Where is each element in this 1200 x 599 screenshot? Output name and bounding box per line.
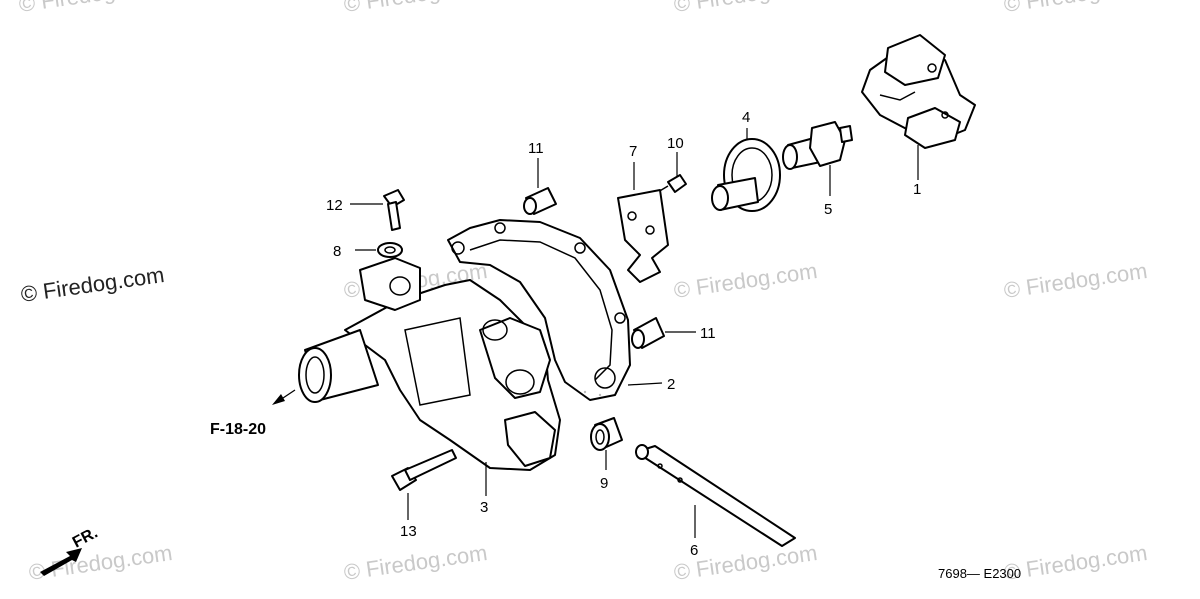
- callout-9: 9: [600, 475, 608, 492]
- watermark-text: © Firedog.com: [342, 540, 489, 585]
- callout-7: 7: [629, 143, 637, 160]
- part-9-seal-ring: [590, 417, 623, 451]
- watermark-text: © Firedog.com: [27, 540, 174, 585]
- part-11b-dowel: [631, 317, 665, 349]
- part-13-bolt: [391, 449, 457, 491]
- watermark-text-dark: © Firedog.com: [19, 262, 166, 307]
- watermark-text: © Firedog.com: [342, 0, 489, 17]
- part-4-seal: [711, 138, 781, 212]
- callout-2: 2: [667, 376, 675, 393]
- part-1-holder: [861, 34, 976, 149]
- watermark-text: © Firedog.com: [1002, 258, 1149, 303]
- front-marker-label: FR.: [70, 524, 101, 551]
- callout-11-bottom: 11: [700, 325, 716, 342]
- callout-1: 1: [913, 181, 921, 198]
- callouts: 1 2 3 4 5 6 7 8 9 10 11 11 12 13: [326, 109, 921, 559]
- part-3-pump-cover: [298, 257, 561, 471]
- callout-8: 8: [333, 243, 341, 260]
- leader-lines: [272, 128, 919, 538]
- part-5-shaft-hex: [782, 121, 853, 170]
- callout-6: 6: [690, 542, 698, 559]
- diagram-code: 7698— E2300: [938, 566, 1021, 581]
- callout-11-top: 11: [528, 140, 544, 157]
- watermark-text: © Firedog.com: [1002, 0, 1149, 17]
- callout-3: 3: [480, 499, 488, 516]
- watermark-text: © Firedog.com: [672, 0, 819, 17]
- callout-5: 5: [824, 201, 832, 218]
- callout-4: 4: [742, 109, 750, 126]
- watermark-text: © Firedog.com: [1002, 540, 1149, 585]
- callout-13: 13: [400, 523, 417, 540]
- callout-10: 10: [667, 135, 684, 152]
- part-12-bolt: [383, 189, 405, 231]
- part-8-washer: [377, 242, 403, 258]
- part-11a-dowel: [523, 187, 557, 215]
- part-6-shaft: [635, 444, 796, 547]
- watermark-text: © Firedog.com: [672, 258, 819, 303]
- reference-label: F-18-20: [210, 421, 266, 438]
- part-2-gasket: [447, 219, 631, 401]
- part-10-screw: [657, 174, 687, 193]
- watermark-text: © Firedog.com: [17, 0, 164, 17]
- callout-12: 12: [326, 197, 343, 214]
- part-7-bracket: [617, 189, 669, 283]
